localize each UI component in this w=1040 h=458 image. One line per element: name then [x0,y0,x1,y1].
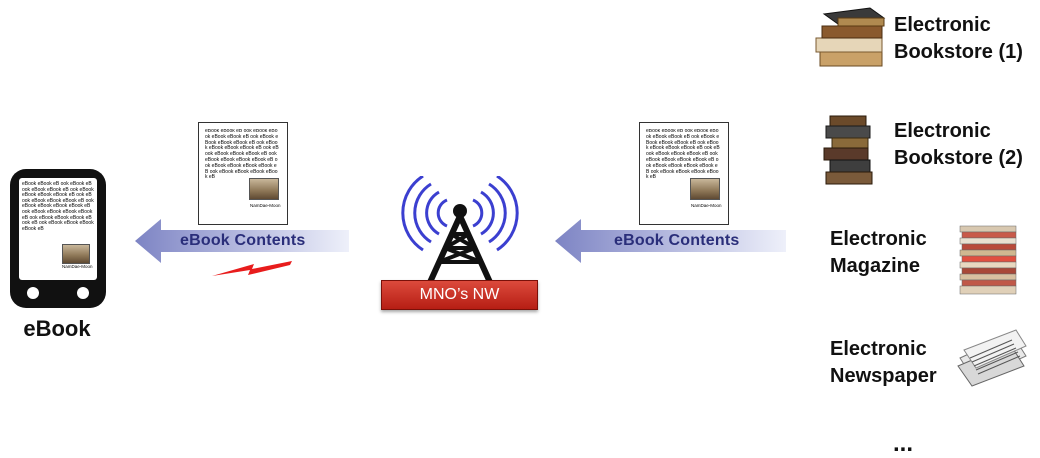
more-sources-ellipsis: ... [893,430,914,457]
ebook-screen-photo [62,244,90,264]
wireless-signal-icon [212,261,292,276]
mno-network-label: MNO’s NW [419,286,500,303]
right-flow-label: eBook Contents [614,232,740,249]
source-label-bookstore-2: Electronic Bookstore (2) [894,120,1023,169]
document-text: eBook eBook eB ook eBook eBook eBook eBo… [646,129,720,181]
document-photo [249,178,279,200]
ebook-screen-content: eBook eBook eB ook eBook eBook eBook eBo… [22,180,96,278]
ebook-screen-text: eBook eBook eB ook eBook eBook eBook eBo… [22,181,94,232]
mno-network-box: MNO’s NW [381,280,538,310]
source-label-magazine: Electronic Magazine [830,228,927,277]
old-books-stack-icon [823,115,873,185]
source-label-bookstore-1: Electronic Bookstore (1) [894,14,1023,63]
newspaper-stack-icon [957,329,1027,387]
stacked-books-icon [815,7,886,67]
document-caption: NamDae-Moon [691,203,722,208]
ebook-device: eBook eBook eB ook eBook eBook eBook eBo… [9,168,107,309]
source-label-newspaper: Electronic Newspaper [830,338,937,387]
ebook-document-right: eBook eBook eB ook eBook eBook eBook eBo… [639,122,729,225]
left-flow-label: eBook Contents [180,232,306,249]
document-photo [690,178,720,200]
document-caption: NamDae-Moon [250,203,281,208]
ebook-screen-caption: NamDae-Moon [62,264,93,269]
ebook-document-left: eBook eBook eB ook eBook eBook eBook eBo… [198,122,288,225]
magazine-stack-icon [959,225,1017,295]
left-flow-arrow [135,219,349,263]
ebook-label: eBook [23,316,91,341]
right-flow-arrow [555,219,786,263]
antenna-tower-icon [401,176,519,284]
document-text: eBook eBook eB ook eBook eBook eBook eBo… [205,129,279,181]
